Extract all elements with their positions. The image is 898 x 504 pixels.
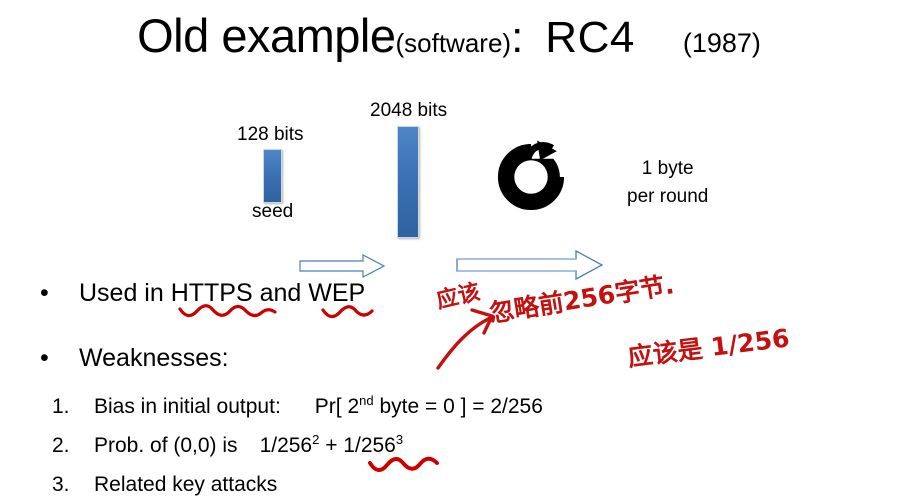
weakness-2-text: Prob. of (0,0) is xyxy=(94,434,238,457)
clockwise-rotation-icon xyxy=(497,140,565,211)
weakness-1-formula-mid: byte = 0 ] = 2/256 xyxy=(373,395,543,418)
list-item-number: 2. xyxy=(52,434,70,457)
state-bits-label: 2048 bits xyxy=(370,100,448,121)
squiggle-under-wep xyxy=(321,305,374,319)
list-item-number: 3. xyxy=(52,473,70,496)
title-colon: : xyxy=(511,13,524,62)
weakness-1-text: Bias in initial output: xyxy=(94,395,281,418)
weakness-item-3: Related key attacks xyxy=(94,473,278,496)
bullet-item-weaknesses: Weaknesses: xyxy=(79,344,229,372)
seed-bits-label: 128 bits xyxy=(237,124,304,145)
handwritten-note-3: 应该是 1/256 xyxy=(626,323,791,373)
weakness-2-formula-a-sup: 2 xyxy=(312,432,320,447)
handwritten-note-1: 应该 xyxy=(434,279,483,315)
title-cipher: RC4 xyxy=(545,13,635,62)
title-main: Old example xyxy=(137,9,396,62)
weakness-item-1: Bias in initial output: Pr[ 2nd byte = 0 … xyxy=(94,393,543,419)
weakness-2-formula-a: 1/256 xyxy=(259,434,313,457)
weakness-item-2: Prob. of (0,0) is 1/2562 + 1/2563 xyxy=(94,432,404,458)
weakness-1-formula-prefix: Pr[ 2 xyxy=(314,395,360,418)
state-bar xyxy=(397,126,419,238)
state-to-output-arrow xyxy=(456,249,604,281)
page-title: Old example(software): RC4 (1987) xyxy=(0,8,898,63)
weakness-1-formula-sup: nd xyxy=(359,393,374,408)
seed-bar xyxy=(263,149,282,203)
title-year: (1987) xyxy=(682,28,761,58)
seed-label: seed xyxy=(252,201,294,222)
output-rate-line-2: per round xyxy=(627,186,709,207)
squiggle-under-formula xyxy=(368,456,439,472)
bullet-item-used-in: Used in HTTPS and WEP xyxy=(79,279,366,307)
weakness-2-formula-b-sup: 3 xyxy=(395,432,404,447)
rc4-diagram: 128 bits seed 2048 bits 1 byte per round xyxy=(0,90,898,281)
output-rate-label: 1 byte per round xyxy=(627,155,708,211)
curved-arrow-to-weaknesses xyxy=(436,316,492,370)
seed-to-state-arrow xyxy=(299,254,386,278)
list-item-number: 1. xyxy=(52,395,70,418)
bullet-marker: • xyxy=(40,344,49,372)
weakness-2-formula-plus: + 1/256 xyxy=(319,434,396,457)
bullet-marker: • xyxy=(40,279,49,307)
title-qualifier: (software) xyxy=(395,28,512,58)
output-rate-line-1: 1 byte xyxy=(641,158,694,179)
